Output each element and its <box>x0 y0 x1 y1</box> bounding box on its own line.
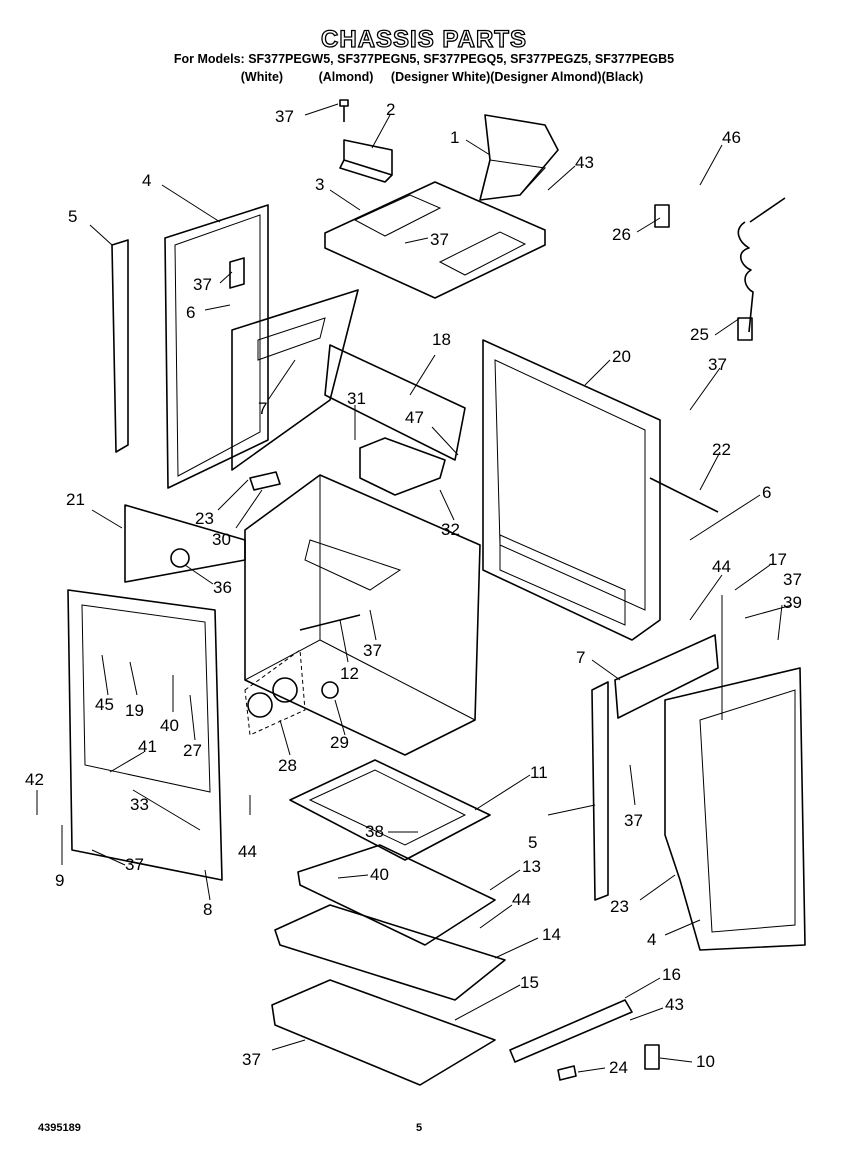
callout-9: 9 <box>55 871 64 890</box>
callout-27: 27 <box>183 741 202 760</box>
color-designer: (Designer White)(Designer Almond)(Black) <box>390 70 644 84</box>
callout-5: 5 <box>528 833 537 852</box>
page-number: 5 <box>416 1122 423 1134</box>
color-white: (White) <box>240 70 284 84</box>
callout-29: 29 <box>330 733 349 752</box>
callout-23: 23 <box>195 509 214 528</box>
callout-12: 12 <box>340 664 359 683</box>
callout-37: 37 <box>430 230 449 249</box>
callout-37: 37 <box>363 641 382 660</box>
callout-37: 37 <box>125 855 144 874</box>
callout-39: 39 <box>783 593 802 612</box>
callout-1: 1 <box>450 128 459 147</box>
callout-14: 14 <box>542 925 561 944</box>
document-number: 4395189 <box>38 1122 81 1134</box>
callout-38: 38 <box>365 822 384 841</box>
callout-3: 3 <box>315 175 324 194</box>
callout-37: 37 <box>624 811 643 830</box>
callout-6: 6 <box>186 303 195 322</box>
callout-19: 19 <box>125 701 144 720</box>
callout-47: 47 <box>405 408 424 427</box>
callout-40: 40 <box>370 865 389 884</box>
callout-41: 41 <box>138 737 157 756</box>
callout-37: 37 <box>783 570 802 589</box>
callout-30: 30 <box>212 530 231 549</box>
callout-4: 4 <box>142 171 151 190</box>
callout-22: 22 <box>712 440 731 459</box>
callout-32: 32 <box>441 520 460 539</box>
callout-46: 46 <box>722 128 741 147</box>
callout-44: 44 <box>712 557 731 576</box>
callout-6: 6 <box>762 483 771 502</box>
callout-42: 42 <box>25 770 44 789</box>
leader-lines <box>36 103 793 1073</box>
callout-10: 10 <box>696 1052 715 1071</box>
callout-11: 11 <box>530 763 548 782</box>
callout-40: 40 <box>160 716 179 735</box>
callout-23: 23 <box>610 897 629 916</box>
callout-31: 31 <box>347 389 366 408</box>
callout-37: 37 <box>708 355 727 374</box>
callout-44: 44 <box>512 890 531 909</box>
callout-7: 7 <box>258 399 267 418</box>
page-title: CHASSIS PARTS <box>320 25 527 53</box>
callout-18: 18 <box>432 330 451 349</box>
callout-labels: 37 2 1 43 46 4 3 37 5 37 26 6 25 18 20 3… <box>25 100 802 1077</box>
color-almond: (Almond) <box>318 70 374 84</box>
callout-37: 37 <box>193 275 212 294</box>
callout-33: 33 <box>130 795 149 814</box>
callout-7: 7 <box>576 648 585 667</box>
callout-20: 20 <box>612 347 631 366</box>
callout-5: 5 <box>68 207 77 226</box>
callout-43: 43 <box>575 153 594 172</box>
callout-26: 26 <box>612 225 631 244</box>
callout-25: 25 <box>690 325 709 344</box>
color-list: (White) (Almond) (Designer White)(Design… <box>0 70 848 84</box>
model-list: For Models: SF377PEGW5, SF377PEGN5, SF37… <box>173 52 675 66</box>
callout-17: 17 <box>768 550 787 569</box>
callout-8: 8 <box>203 900 212 919</box>
callout-37: 37 <box>242 1050 261 1069</box>
callout-15: 15 <box>520 973 539 992</box>
callout-13: 13 <box>522 857 541 876</box>
callout-44: 44 <box>238 842 257 861</box>
callout-2: 2 <box>386 100 395 119</box>
callout-37: 37 <box>275 107 294 126</box>
callout-36: 36 <box>213 578 232 597</box>
callout-28: 28 <box>278 756 297 775</box>
callout-24: 24 <box>609 1058 628 1077</box>
callout-45: 45 <box>95 695 114 714</box>
parts-drawings <box>67 99 806 1086</box>
callout-21: 21 <box>66 490 85 509</box>
callout-4: 4 <box>647 930 656 949</box>
callout-43: 43 <box>665 995 684 1014</box>
callout-16: 16 <box>662 965 681 984</box>
